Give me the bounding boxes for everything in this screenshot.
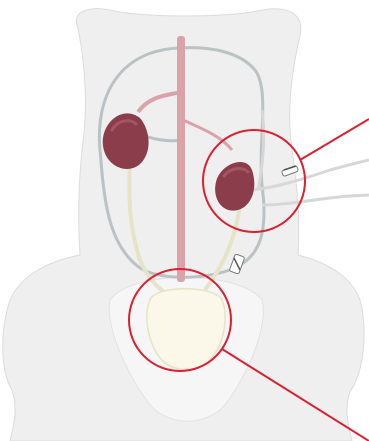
aorta (177, 36, 185, 282)
